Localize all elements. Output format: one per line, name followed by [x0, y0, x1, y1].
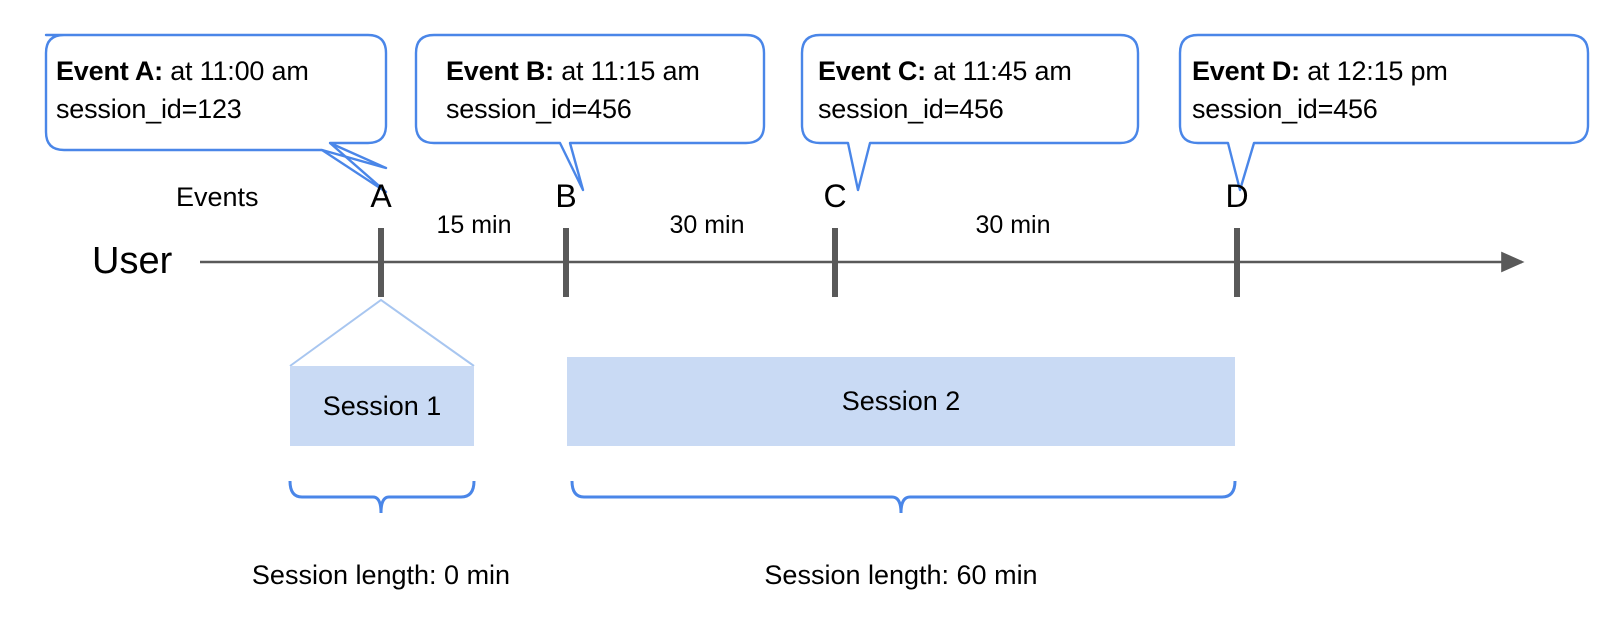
callout-session-event-d: session_id=456 — [1192, 94, 1378, 124]
event-marker-label-a: A — [370, 178, 392, 214]
callout-time-event-b: at 11:15 am — [553, 56, 700, 86]
session-1-connector — [289, 298, 475, 367]
callout-text-event-c: Event C: at 11:45 am session_id=456 — [818, 52, 1072, 128]
gap-label-b-c: 30 min — [669, 211, 745, 239]
session-1-length-label: Session length: 0 min — [251, 560, 511, 590]
callout-label-event-c: Event C: — [818, 56, 926, 86]
session-box-1-label: Session 1 — [322, 390, 442, 421]
callout-time-event-c: at 11:45 am — [925, 56, 1072, 86]
callout-label-event-a: Event A: — [56, 56, 163, 86]
callout-time-event-d: at 12:15 pm — [1299, 56, 1448, 86]
gap-label-c-d: 30 min — [975, 211, 1051, 239]
session-2-brace — [570, 480, 1237, 514]
session-box-2: Session 2 — [567, 357, 1235, 446]
session-1-brace — [288, 480, 476, 514]
callout-text-event-d: Event D: at 12:15 pm session_id=456 — [1192, 52, 1448, 128]
callout-time-event-a: at 11:00 am — [162, 56, 309, 86]
session-box-1: Session 1 — [290, 366, 474, 446]
session-2-length-label: Session length: 60 min — [764, 560, 1038, 590]
event-marker-label-b: B — [555, 178, 577, 214]
callout-session-event-a: session_id=123 — [56, 94, 242, 124]
callout-session-event-c: session_id=456 — [818, 94, 1004, 124]
callout-session-event-b: session_id=456 — [446, 94, 632, 124]
user-row-label: User — [92, 240, 173, 282]
callout-label-event-b: Event B: — [446, 56, 554, 86]
event-marker-label-d: D — [1225, 178, 1249, 214]
callout-text-event-b: Event B: at 11:15 am session_id=456 — [446, 52, 700, 128]
callout-text-event-a: Event A: at 11:00 am session_id=123 — [56, 52, 309, 128]
gap-label-a-b: 15 min — [436, 211, 512, 239]
events-row-label: Events — [176, 182, 259, 212]
callout-label-event-d: Event D: — [1192, 56, 1300, 86]
session-box-2-label: Session 2 — [841, 386, 961, 416]
event-marker-label-c: C — [823, 178, 847, 214]
